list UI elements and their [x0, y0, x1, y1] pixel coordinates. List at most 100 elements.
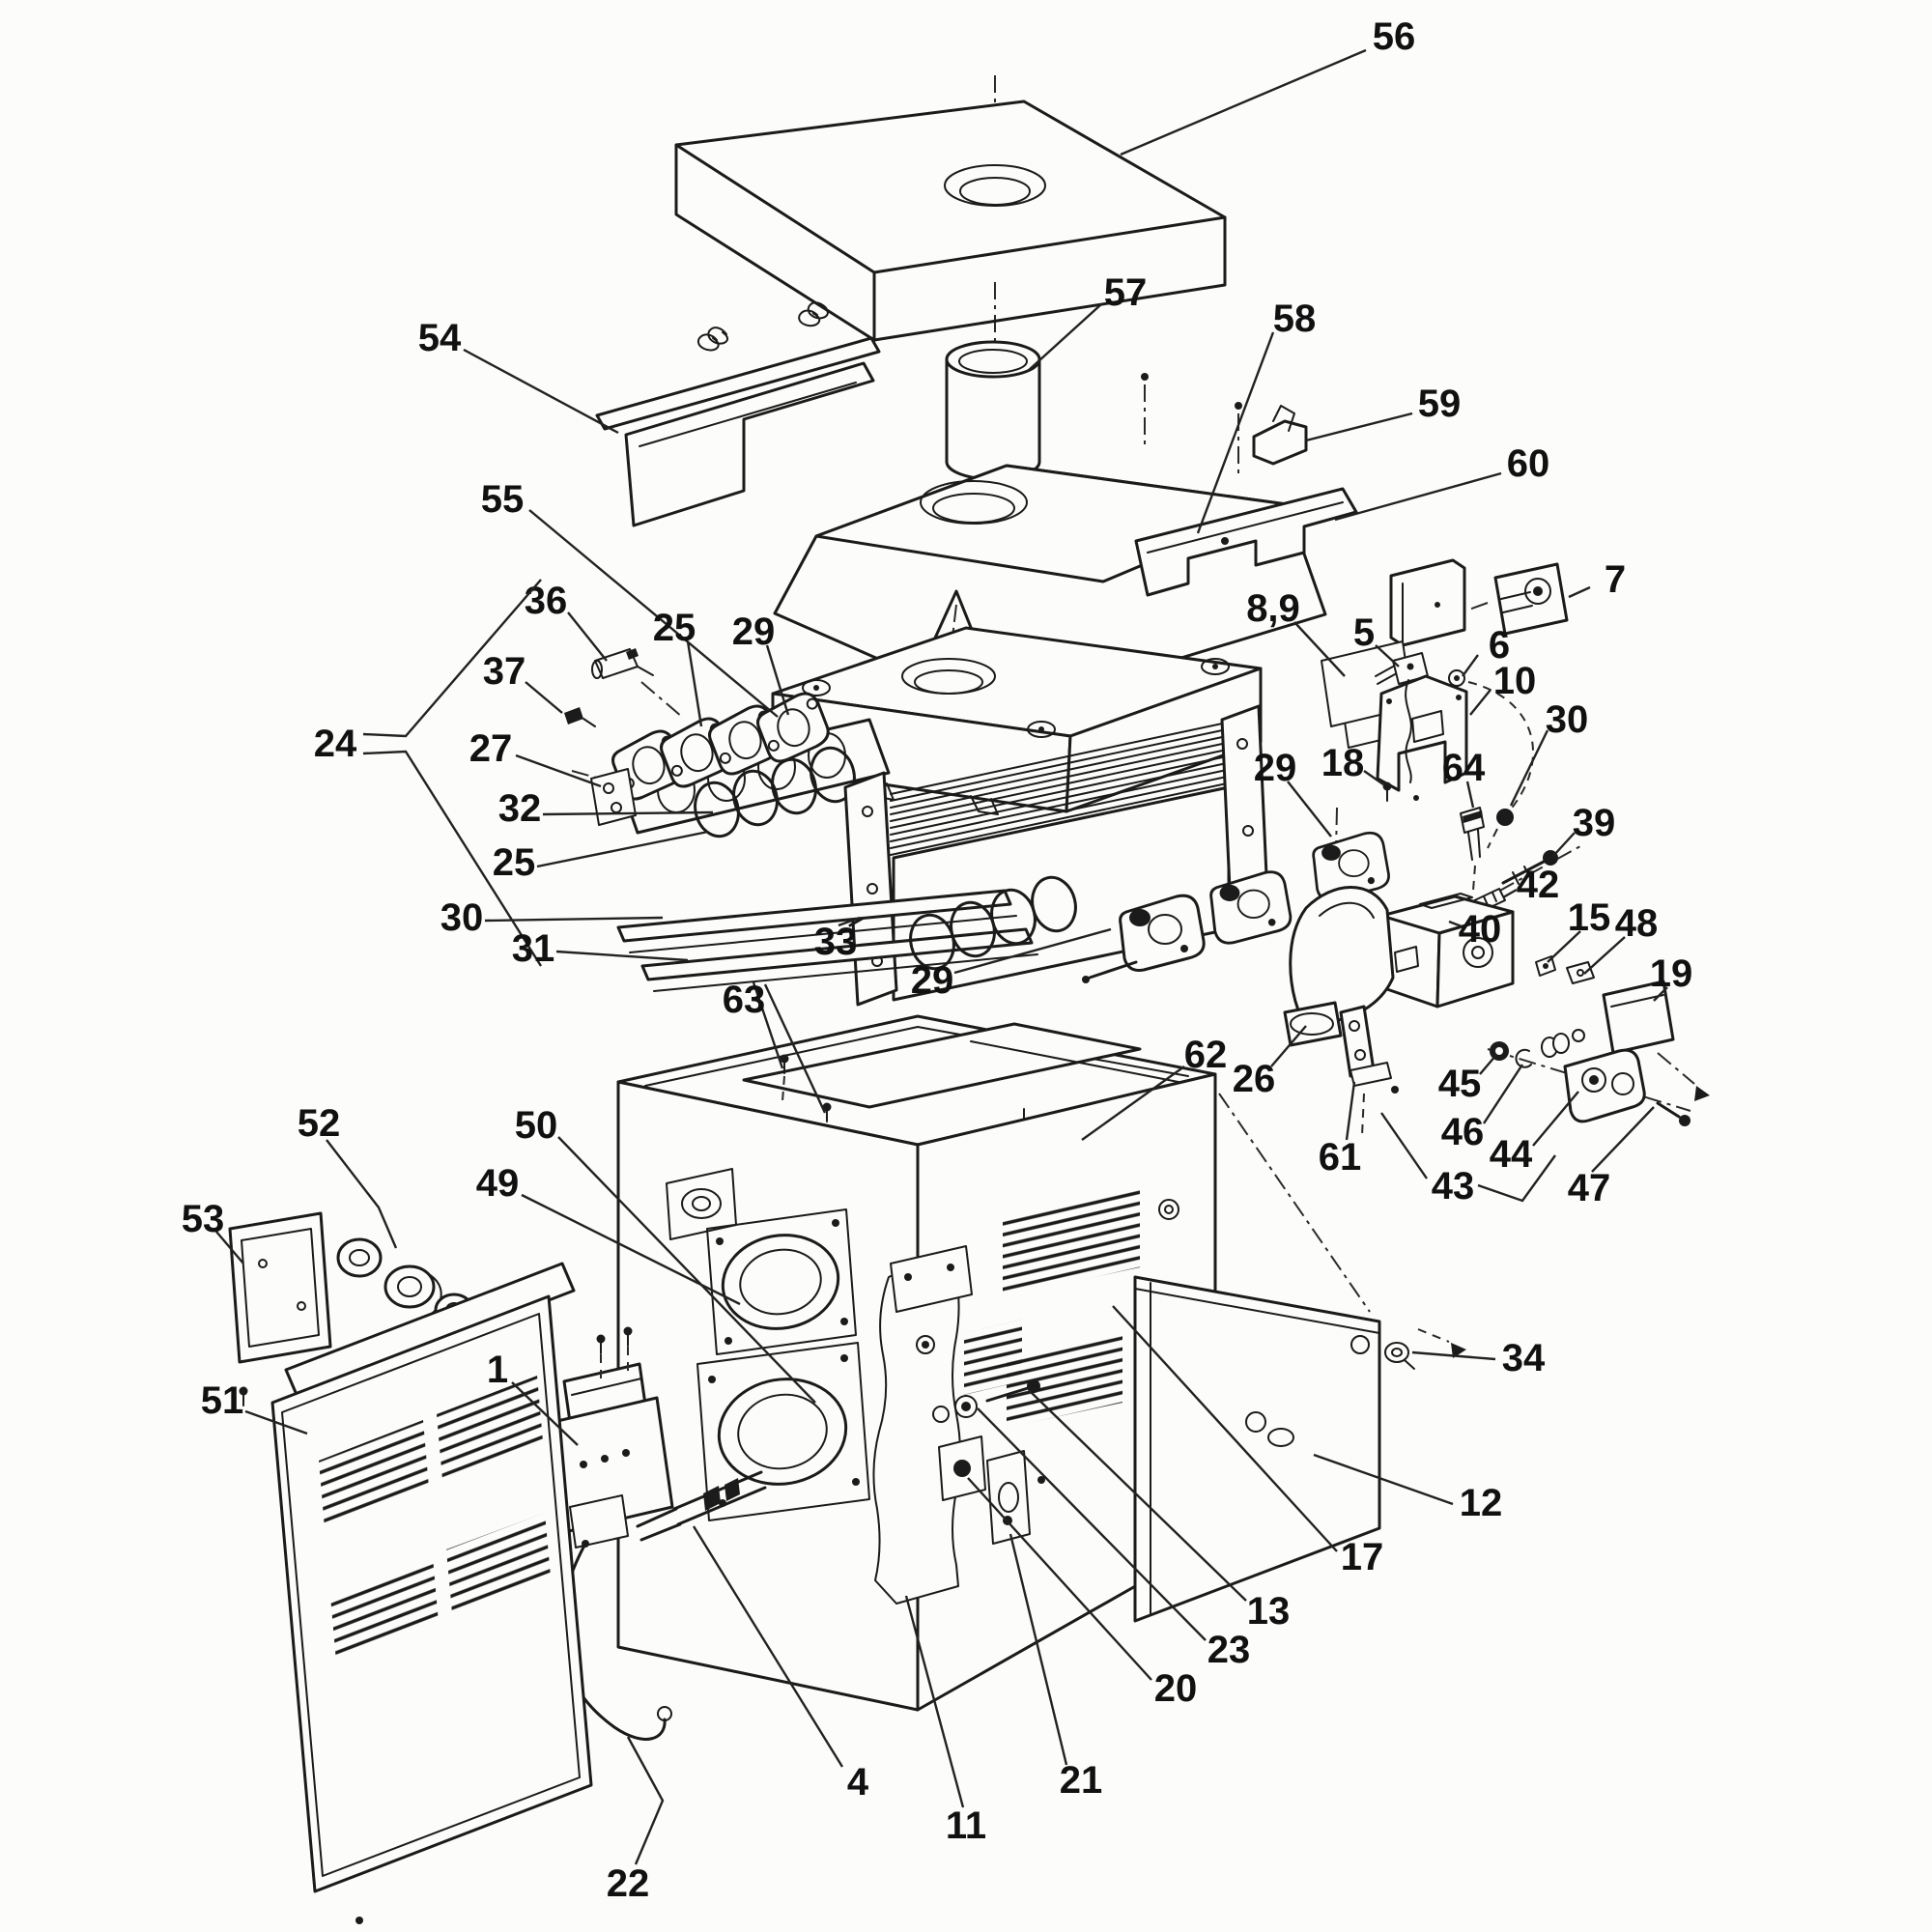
leader-line-25 — [536, 830, 709, 868]
louver-vents — [1007, 1335, 1122, 1428]
callout-label-20: 20 — [1154, 1667, 1198, 1710]
axis-arrowhead — [1694, 1086, 1710, 1101]
callout-label-43: 43 — [1432, 1165, 1475, 1208]
switch-plate-21 — [986, 1450, 1031, 1545]
callout-25: 25 — [653, 607, 703, 727]
louver-vents — [319, 1420, 429, 1528]
callout-64: 64 — [1442, 747, 1486, 809]
callout-21: 21 — [1009, 1533, 1102, 1802]
callout-63: 63 — [723, 979, 827, 1114]
callout-37: 37 — [483, 650, 563, 714]
leader-line-46 — [1482, 1064, 1524, 1124]
callout-40: 40 — [1448, 908, 1502, 951]
gasket-strip-11 — [872, 1255, 961, 1605]
burner-shelf — [742, 1022, 1142, 1109]
callout-30: 30 — [1509, 698, 1588, 807]
callout-36: 36 — [525, 580, 608, 662]
leader-line-24 — [362, 750, 543, 967]
callout-label-61: 61 — [1319, 1136, 1362, 1179]
callout-label-36: 36 — [525, 580, 568, 622]
flue-collar-cylinder — [945, 340, 1041, 481]
callout-label-53: 53 — [182, 1198, 225, 1240]
callout-label-40: 40 — [1459, 908, 1502, 951]
callout-label-46: 46 — [1441, 1111, 1485, 1153]
callout-7: 7 — [1568, 558, 1626, 601]
callout-29: 29 — [1254, 747, 1332, 838]
angle-rail-31 — [640, 927, 1038, 992]
callout-4: 4 — [692, 1525, 869, 1804]
callout-label-51: 51 — [201, 1379, 244, 1422]
leader-line-24 — [362, 579, 542, 738]
side-panel-12 — [1133, 1275, 1415, 1623]
ignition-bracket-10 — [1376, 674, 1468, 802]
callout-label-29: 29 — [732, 611, 776, 653]
leader-line-15 — [1547, 930, 1581, 963]
callout-label-25: 25 — [493, 841, 536, 884]
callout-44: 44 — [1490, 1091, 1579, 1176]
callout-25: 25 — [493, 830, 709, 884]
callout-label-22: 22 — [607, 1862, 650, 1905]
leader-line-21 — [1009, 1533, 1068, 1766]
callout-13: 13 — [1029, 1390, 1290, 1633]
manifold-elbow-26 — [1283, 886, 1395, 1047]
callout-label-29: 29 — [911, 959, 954, 1002]
callout-55: 55 — [481, 478, 779, 718]
draft-hood — [773, 373, 1327, 681]
leader-line-50 — [557, 1136, 816, 1404]
union-4 — [703, 1486, 721, 1511]
leader-line-22 — [626, 1736, 665, 1865]
callout-label-4: 4 — [847, 1761, 869, 1804]
callout-label-7: 7 — [1605, 558, 1626, 601]
callout-label-18: 18 — [1321, 742, 1365, 784]
callout-11: 11 — [904, 1595, 986, 1847]
leader-line-43 — [1477, 1154, 1556, 1203]
nut-30 — [1487, 809, 1514, 849]
control-cover-box — [1389, 558, 1466, 647]
leader-line-25 — [686, 640, 703, 727]
leader-line-20 — [967, 1477, 1152, 1681]
leader-line-55 — [528, 509, 779, 718]
leader-line-26 — [1270, 1025, 1307, 1067]
callout-10: 10 — [1469, 660, 1536, 716]
callout-label-23: 23 — [1208, 1629, 1251, 1671]
gas-cock-pair-29 — [1082, 870, 1293, 983]
callout-label-8-9: 8,9 — [1246, 587, 1300, 630]
callout-19: 19 — [1650, 952, 1693, 1002]
leader-line-43 — [1380, 1112, 1428, 1179]
electrode-64 — [1460, 807, 1485, 892]
leader-line-64 — [1465, 781, 1475, 809]
pilot-burner-44 — [1563, 1048, 1646, 1123]
callout-59: 59 — [1305, 383, 1461, 442]
callout-17: 17 — [1112, 1305, 1383, 1578]
screw-18 — [1381, 781, 1393, 802]
leader-line-6 — [1462, 654, 1479, 677]
callout-50: 50 — [515, 1104, 816, 1404]
callout-23: 23 — [977, 1407, 1251, 1671]
leader-line-23 — [977, 1407, 1207, 1641]
leader-line-11 — [904, 1595, 965, 1808]
callout-label-31: 31 — [512, 927, 555, 970]
callout-label-6: 6 — [1489, 624, 1510, 667]
callout-label-25: 25 — [653, 607, 696, 649]
collector-box — [771, 626, 1263, 815]
bolt-13 — [985, 1386, 1030, 1403]
callout-label-64: 64 — [1442, 747, 1486, 789]
callout-label-42: 42 — [1517, 864, 1560, 906]
screw-47 — [1656, 1101, 1690, 1126]
callout-label-26: 26 — [1233, 1058, 1276, 1100]
callout-label-19: 19 — [1650, 952, 1693, 995]
leader-line-62 — [1081, 1065, 1185, 1141]
gasket-48 — [1566, 961, 1595, 984]
callout-label-37: 37 — [483, 650, 526, 693]
callout-label-58: 58 — [1273, 298, 1317, 340]
burner-opening-flange-50 — [696, 1342, 870, 1521]
callout-24: 24 — [314, 579, 543, 967]
callout-label-55: 55 — [481, 478, 525, 521]
leader-line-51 — [244, 1409, 308, 1435]
leader-line-39 — [1552, 832, 1576, 857]
callout-label-27: 27 — [469, 727, 513, 770]
callout-57: 57 — [1027, 271, 1147, 372]
callout-58: 58 — [1196, 298, 1317, 534]
